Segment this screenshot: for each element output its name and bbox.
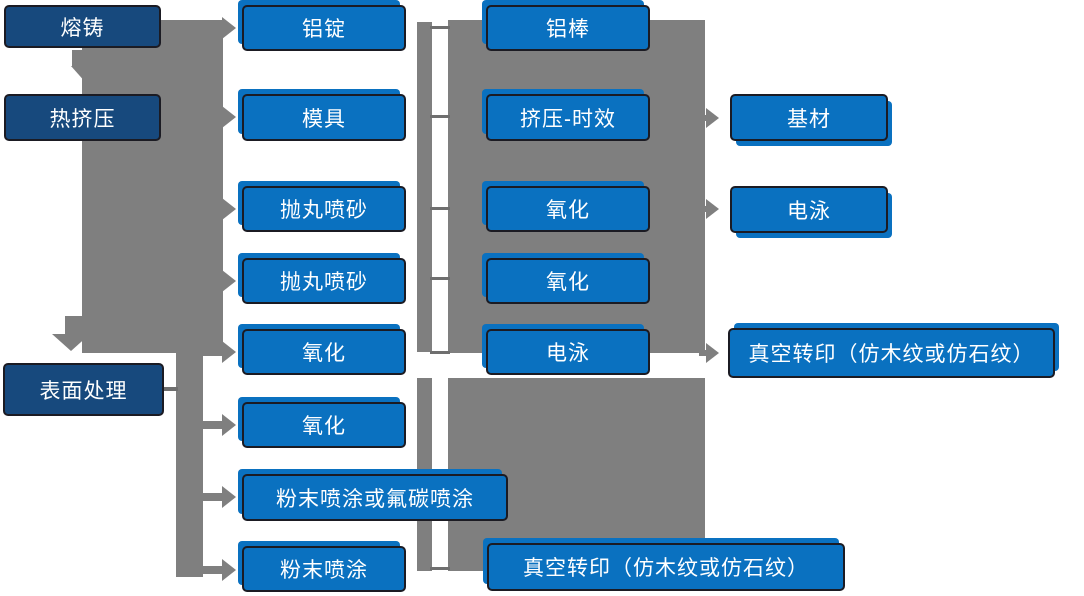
arrowhead-electrophoresis-2 <box>706 199 719 219</box>
arrow-melting-to-extrusion-shaft <box>72 50 103 66</box>
link-blasting2-oxidation <box>430 277 450 280</box>
arrow-melting-to-extrusion-head <box>71 66 103 84</box>
node-shot-blasting-2: 抛丸喷砂 <box>242 258 406 304</box>
stub-powder-coating <box>203 566 223 574</box>
node-powder-or-fluorocarbon-coating: 粉末喷涂或氟碳喷涂 <box>242 474 508 521</box>
link-powder-vacuum <box>430 567 450 570</box>
link-ingot-rod <box>430 26 450 29</box>
node-shot-blasting-1: 抛丸喷砂 <box>242 186 406 232</box>
stub-base-material <box>699 115 707 121</box>
arrowhead-oxidation-2 <box>222 414 236 436</box>
node-vacuum-transfer-bottom: 真空转印（仿木纹或仿石纹） <box>487 543 845 591</box>
stub-oxidation-2 <box>203 421 223 429</box>
node-electrophoresis-1: 电泳 <box>486 329 650 375</box>
node-powder-coating: 粉末喷涂 <box>242 546 406 592</box>
link-oxidation-electrophoresis <box>430 351 450 354</box>
arrowhead-powder-coating <box>222 559 236 581</box>
stub-oxidation-1 <box>203 348 223 356</box>
arrow-extrusion-to-surface-shaft <box>65 316 103 334</box>
arrowhead-aluminum-ingot <box>222 17 236 39</box>
node-oxidation-4: 氧化 <box>486 258 650 304</box>
link-mold-extrusion <box>430 115 450 118</box>
link-blasting1-oxidation <box>430 207 450 210</box>
node-hot-extrusion: 热挤压 <box>4 94 161 141</box>
stub-vacuum-transfer-right <box>699 350 707 356</box>
node-aluminum-ingot: 铝锭 <box>242 5 406 51</box>
arrowhead-oxidation-1 <box>222 341 236 363</box>
node-oxidation-2: 氧化 <box>242 402 406 448</box>
node-base-material: 基材 <box>730 94 888 141</box>
node-oxidation-3: 氧化 <box>486 186 650 232</box>
arrowhead-powder-or-fluorocarbon <box>222 486 236 508</box>
arrow-extrusion-to-surface-head <box>52 334 90 351</box>
node-mold: 模具 <box>242 94 406 141</box>
stub-electrophoresis-2 <box>699 206 707 212</box>
arrowhead-vacuum-transfer-right <box>706 343 719 363</box>
connector-bar-surface-treatment <box>176 353 203 577</box>
node-extrusion-aging: 挤压-时效 <box>486 94 650 141</box>
node-vacuum-transfer-right: 真空转印（仿木纹或仿石纹） <box>728 328 1055 378</box>
stub-powder-or-fluorocarbon <box>203 493 223 501</box>
node-oxidation-1: 氧化 <box>242 329 406 375</box>
node-melting-casting: 熔铸 <box>4 5 161 48</box>
arrowhead-shot-blasting-2 <box>222 270 236 292</box>
arrowhead-mold <box>222 106 236 128</box>
connector-bar-mid-upper <box>417 22 432 352</box>
node-surface-treatment: 表面处理 <box>3 363 164 416</box>
node-electrophoresis-2: 电泳 <box>730 186 888 233</box>
link-surface-treatment-bar <box>161 387 178 391</box>
connector-trunk-left <box>82 20 223 353</box>
arrowhead-base-material <box>706 108 719 128</box>
arrowhead-shot-blasting-1 <box>222 198 236 220</box>
node-aluminum-rod: 铝棒 <box>486 5 650 51</box>
